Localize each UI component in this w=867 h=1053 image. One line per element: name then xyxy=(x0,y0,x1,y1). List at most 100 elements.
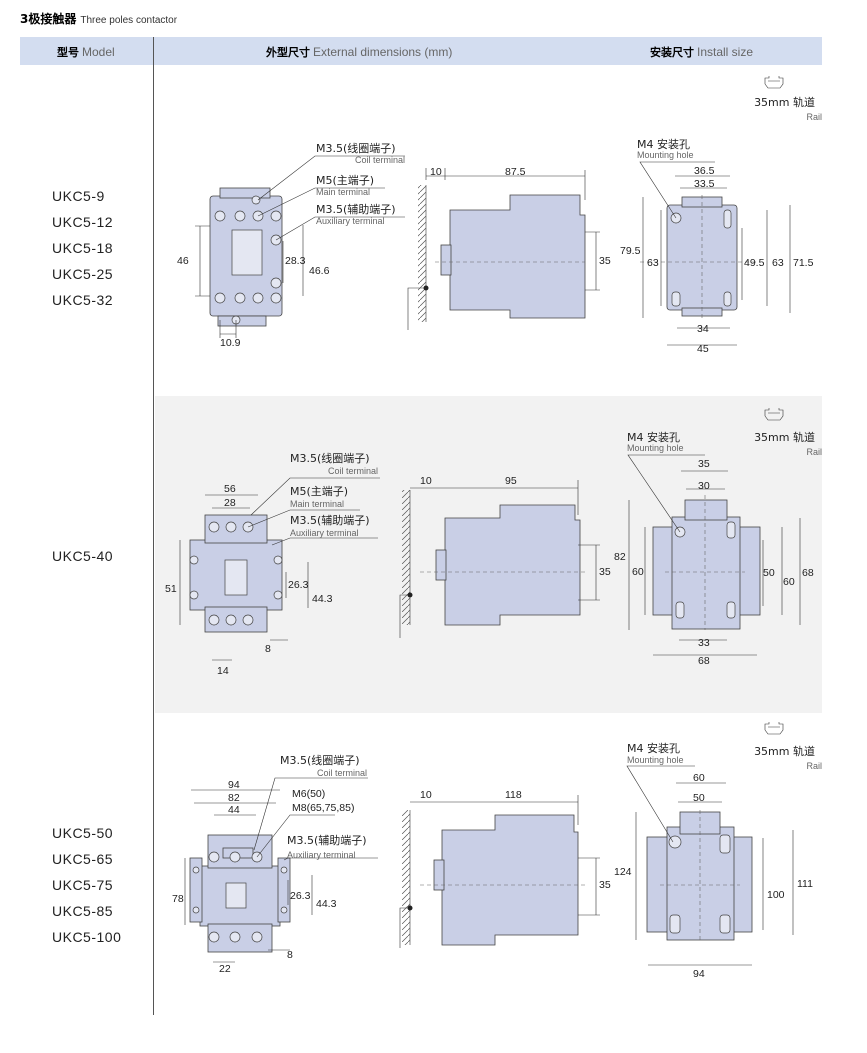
rail-label-en: Rail xyxy=(806,447,822,457)
model-name: UKC5-18 xyxy=(52,240,114,256)
callout-mount: M4 安装孔 xyxy=(627,430,680,444)
din-rail-icon xyxy=(764,75,784,89)
model-name: UKC5-50 xyxy=(52,825,114,841)
dim-label: 10 xyxy=(430,166,442,178)
dim-label: 45 xyxy=(697,343,709,355)
column-divider xyxy=(153,37,154,1015)
rail-label: 35mm 轨道 xyxy=(754,95,815,109)
dim-label: 44 xyxy=(228,804,240,816)
callout-coil: M3.5(线圈端子) xyxy=(316,141,396,155)
dim-label: 10 xyxy=(420,789,432,801)
dim-label: 94 xyxy=(693,968,705,980)
dim-label: 10 xyxy=(420,475,432,487)
dim-label: 82 xyxy=(614,551,626,563)
model-name: UKC5-9 xyxy=(52,188,105,204)
dim-label: 50 xyxy=(693,792,705,804)
dim-label: 51 xyxy=(165,583,177,595)
dim-label: 35 xyxy=(599,879,611,891)
callout-m6: M6(50) xyxy=(292,788,325,800)
header-model-en: Model xyxy=(82,45,115,59)
dim-label: 82 xyxy=(228,792,240,804)
dim-label: 44.3 xyxy=(316,898,337,910)
dim-label: 34 xyxy=(697,323,709,335)
rail-label-en: Rail xyxy=(806,112,822,122)
title-en: Three poles contactor xyxy=(80,15,178,26)
dim-label: 26.3 xyxy=(288,579,309,591)
model-name: UKC5-85 xyxy=(52,903,114,919)
rail-label: 35mm 轨道 xyxy=(754,744,815,758)
header-ext-en: External dimensions (mm) xyxy=(313,45,453,59)
dim-label: 95 xyxy=(505,475,517,487)
dim-label: 44.3 xyxy=(312,593,333,605)
callout-main: M5(主端子) xyxy=(316,174,374,187)
din-rail-icon xyxy=(764,721,784,735)
dim-label: 49.5 xyxy=(744,257,765,269)
side-view-row3: 10 118 35 xyxy=(399,789,611,948)
dim-label: 22 xyxy=(219,963,231,975)
callout-m8: M8(65,75,85) xyxy=(292,802,354,814)
callout-aux: M3.5(辅助端子) xyxy=(316,202,396,216)
dim-label: 10.9 xyxy=(220,337,241,349)
callout-coil-en: Coil terminal xyxy=(328,466,378,476)
dim-label: 46 xyxy=(177,255,189,267)
side-view-row1: 10 87.5 35 xyxy=(407,166,611,330)
dim-label: 68 xyxy=(698,655,710,667)
header-inst-cn: 安装尺寸 xyxy=(650,46,694,59)
callout-mount-en: Mounting hole xyxy=(637,150,694,160)
callout-mount: M4 安装孔 xyxy=(637,137,690,151)
callout-main: M5(主端子) xyxy=(290,485,348,498)
dim-label: 8 xyxy=(287,949,293,961)
callout-aux: M3.5(辅助端子) xyxy=(287,833,367,847)
callout-mount-en: Mounting hole xyxy=(627,443,684,453)
din-rail-icon xyxy=(764,407,784,421)
rail-label: 35mm 轨道 xyxy=(754,430,815,444)
callout-coil-en: Coil terminal xyxy=(355,155,405,165)
model-name: UKC5-40 xyxy=(52,548,114,564)
dim-label: 60 xyxy=(783,576,795,588)
model-name: UKC5-12 xyxy=(52,214,114,230)
dim-label: 28 xyxy=(224,497,236,509)
dim-label: 100 xyxy=(767,889,785,901)
dim-label: 60 xyxy=(632,566,644,578)
dim-label: 46.6 xyxy=(309,265,330,277)
callout-aux: M3.5(辅助端子) xyxy=(290,513,370,527)
dim-label: 8 xyxy=(265,643,271,655)
header-inst-en: Install size xyxy=(697,45,754,59)
rail-label-en: Rail xyxy=(806,761,822,771)
dim-label: 28.3 xyxy=(285,255,306,267)
dim-label: 118 xyxy=(505,789,522,801)
dim-label: 30 xyxy=(698,480,710,492)
callout-coil: M3.5(线圈端子) xyxy=(280,753,360,767)
dim-label: 14 xyxy=(217,665,229,677)
dim-label: 124 xyxy=(614,866,632,878)
side-view-row2: 10 95 35 xyxy=(399,475,611,638)
dim-label: 60 xyxy=(693,772,705,784)
dim-label: 33 xyxy=(698,637,710,649)
dim-label: 33.5 xyxy=(694,178,715,190)
dim-label: 50 xyxy=(763,567,775,579)
dim-label: 56 xyxy=(224,483,236,495)
model-name: UKC5-32 xyxy=(52,292,114,308)
callout-coil: M3.5(线圈端子) xyxy=(290,451,370,465)
dim-label: 78 xyxy=(172,893,184,905)
header-model-cn: 型号 xyxy=(57,46,79,59)
title-cn: 3极接触器 xyxy=(20,12,77,26)
dim-label: 63 xyxy=(647,257,659,269)
dim-label: 111 xyxy=(797,878,813,890)
dim-label: 63 xyxy=(772,257,784,269)
mount-view-row1: 36.5 33.5 79.5 63 49.5 63 71.5 34 45 M4 … xyxy=(620,75,822,355)
dim-label: 71.5 xyxy=(793,257,814,269)
model-name: UKC5-65 xyxy=(52,851,114,867)
dim-label: 68 xyxy=(802,567,814,579)
model-name: UKC5-100 xyxy=(52,929,122,945)
dim-label: 35 xyxy=(698,458,710,470)
dim-label: 79.5 xyxy=(620,245,641,257)
model-name: UKC5-25 xyxy=(52,266,114,282)
dim-label: 87.5 xyxy=(505,166,526,178)
header-ext-cn: 外型尺寸 xyxy=(266,46,310,59)
